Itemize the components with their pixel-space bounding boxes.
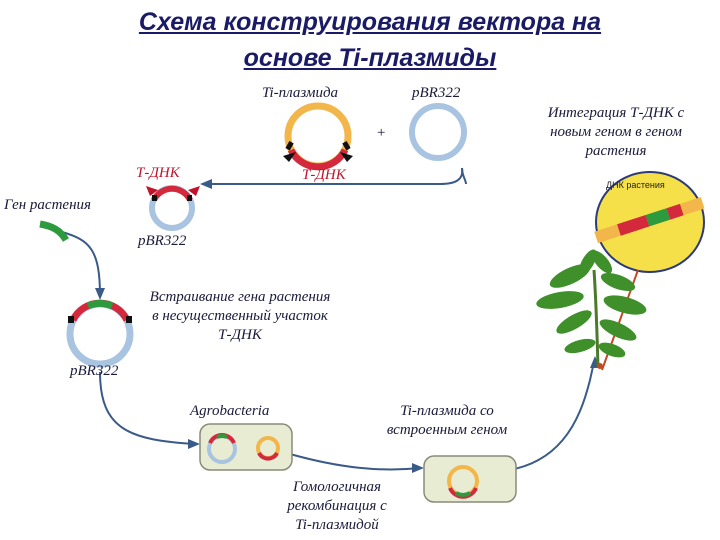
plant-gene-label: Ген растения	[4, 197, 91, 213]
homologous-line-1: Гомологичная	[292, 479, 382, 495]
plant-dna-label: ДНК растения	[606, 180, 665, 190]
vector-to-agro-arrow	[99, 371, 196, 445]
plus-sign: +	[376, 125, 387, 141]
integration-caption: Интеграция Т-ДНК с новым геном в геном р…	[530, 104, 702, 161]
ti-plasmid-label: Ti-плазмида	[262, 85, 339, 101]
ti-plasmid	[284, 102, 352, 171]
insertion-line-3: Т-ДНК	[218, 327, 262, 343]
arrowhead-to-agro	[188, 439, 200, 449]
page-title: Схема конструирования вектора на основе …	[60, 4, 680, 76]
mid-tdna-pointers	[146, 186, 200, 196]
arrowhead-to-ti	[412, 463, 424, 473]
ti-with-gene-caption: Ti-плазмида со встроенным геном	[362, 402, 532, 440]
pbr322-bottom-label: pBR322	[70, 363, 119, 379]
homologous-recombination-caption: Гомологичная рекомбинация с Ti-плазмидой	[262, 478, 412, 535]
pbr322-with-tdna	[149, 185, 195, 231]
pbr322-top	[409, 103, 467, 161]
brace-ti-to-tdna-arrow	[205, 167, 464, 185]
title-line-2: основе Ti-плазмиды	[243, 44, 497, 72]
integration-line-3: растения	[585, 143, 647, 159]
arrowhead-to-vector	[95, 288, 105, 300]
agrobacteria-cell	[199, 423, 293, 471]
agro-to-ti-arrow	[289, 453, 421, 471]
integration-line-1: Интеграция Т-ДНК с	[547, 105, 685, 121]
title-line-1: Схема конструирования вектора на	[138, 8, 602, 36]
plant-gene-fragment	[39, 220, 70, 242]
gene-to-vector-arrow	[61, 231, 101, 297]
agrobacteria-label: Agrobacteria	[190, 403, 270, 419]
tdna-label-right: Т-ДНК	[302, 167, 346, 183]
homologous-line-2: рекомбинация с	[287, 498, 387, 514]
brace-right-arm	[461, 167, 467, 185]
arrowhead-to-tdna	[200, 179, 212, 189]
plant	[536, 249, 647, 369]
integration-line-2: новым геном в геном	[550, 124, 682, 140]
ti-with-gene-line-1: Ti-плазмида со	[400, 403, 494, 419]
recombinant-vector	[66, 299, 134, 368]
pbr322-top-label: pBR322	[412, 85, 461, 101]
insertion-caption: Встраивание гена растения в несущественн…	[120, 288, 360, 345]
agrobacteria-recombinant	[423, 455, 517, 503]
homologous-line-3: Ti-плазмидой	[295, 517, 379, 533]
ti-tdna-pointers	[283, 152, 353, 162]
insertion-line-1: Встраивание гена растения	[149, 289, 331, 305]
ti-with-gene-line-2: встроенным геном	[386, 422, 508, 438]
pbr322-mid-label: pBR322	[138, 233, 187, 249]
plant-nucleus	[594, 171, 705, 273]
ti-tdna-segment	[287, 148, 349, 171]
tdna-label-left: Т-ДНК	[136, 165, 180, 181]
insertion-line-2: в несущественный участок	[152, 308, 328, 324]
